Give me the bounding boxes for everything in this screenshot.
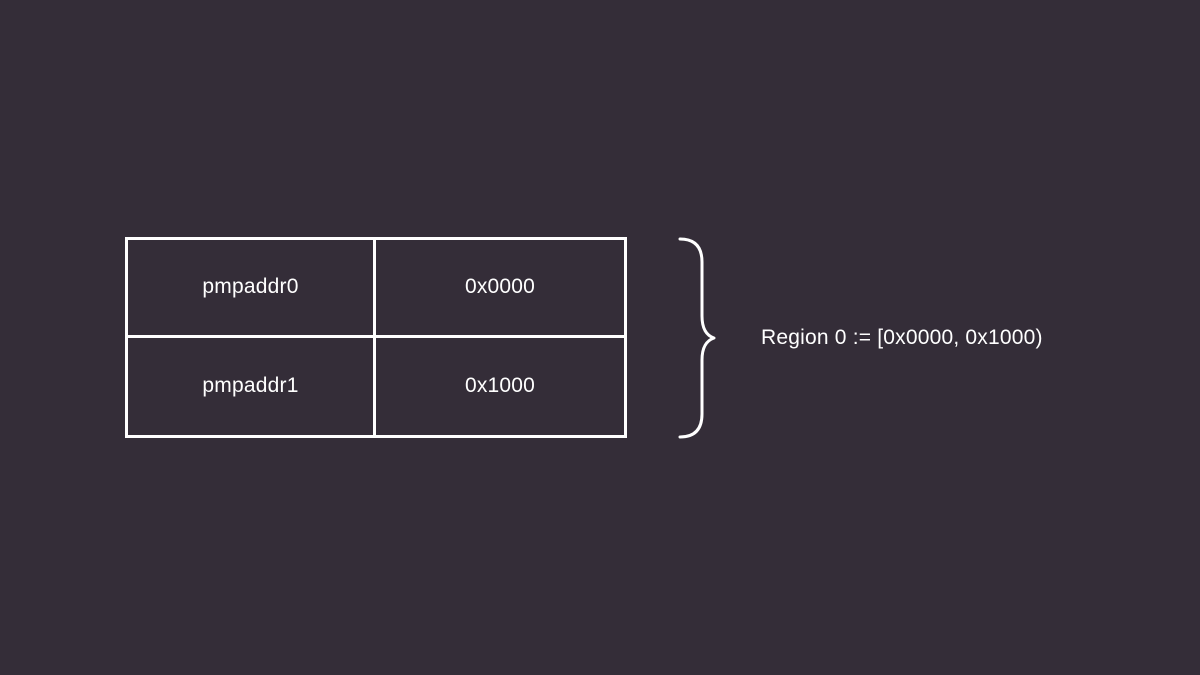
register-name-cell: pmpaddr0 [128, 240, 376, 338]
register-value-cell: 0x1000 [464, 374, 536, 398]
pmp-register-table: pmpaddr0 0x0000 pmpaddr1 0x1000 [125, 237, 627, 438]
register-value-cell: 0x0000 [376, 240, 624, 338]
region-label: Region 0 := [0x0000, 0x1000) [761, 326, 1043, 349]
curly-brace-icon [678, 237, 716, 439]
register-name-cell: pmpaddr1 [128, 337, 376, 435]
